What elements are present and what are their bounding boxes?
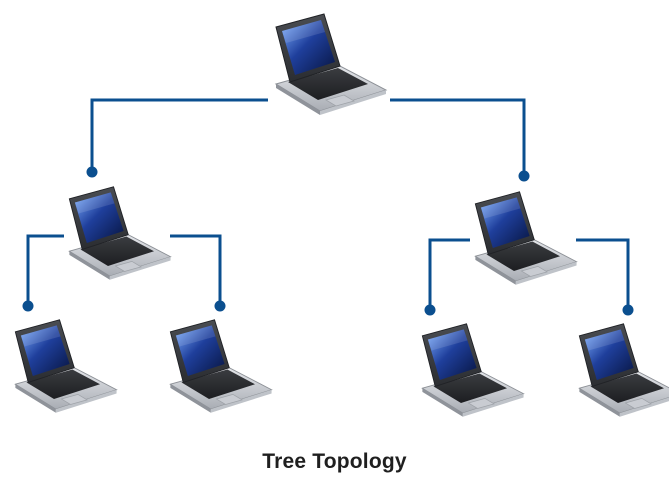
link-endpoint-dot (518, 170, 530, 182)
link-endpoint-dot (424, 304, 436, 316)
link-right-hub-to-right-leaf-2 (576, 238, 630, 310)
link-left-hub-to-left-leaf-2 (170, 234, 222, 306)
link-right-hub-to-right-leaf-1 (428, 238, 470, 310)
laptop-icon (169, 319, 273, 414)
link-root-to-right-hub (390, 98, 526, 176)
link-endpoint-dot (86, 166, 98, 178)
laptop-icon (14, 319, 118, 414)
link-endpoint-dot (622, 304, 634, 316)
link-left-hub-to-left-leaf-1 (26, 234, 64, 306)
link-endpoint-dot (214, 300, 226, 312)
laptop-icon (421, 323, 525, 418)
connection-lines (22, 98, 634, 316)
diagram-caption: Tree Topology (262, 450, 407, 473)
laptop-icon (68, 186, 172, 281)
laptop-icon (474, 191, 578, 286)
laptop-icon (578, 323, 669, 418)
network-nodes (14, 13, 669, 418)
link-root-to-left-hub (90, 98, 268, 172)
link-endpoint-dot (22, 300, 34, 312)
laptop-icon (275, 13, 387, 116)
